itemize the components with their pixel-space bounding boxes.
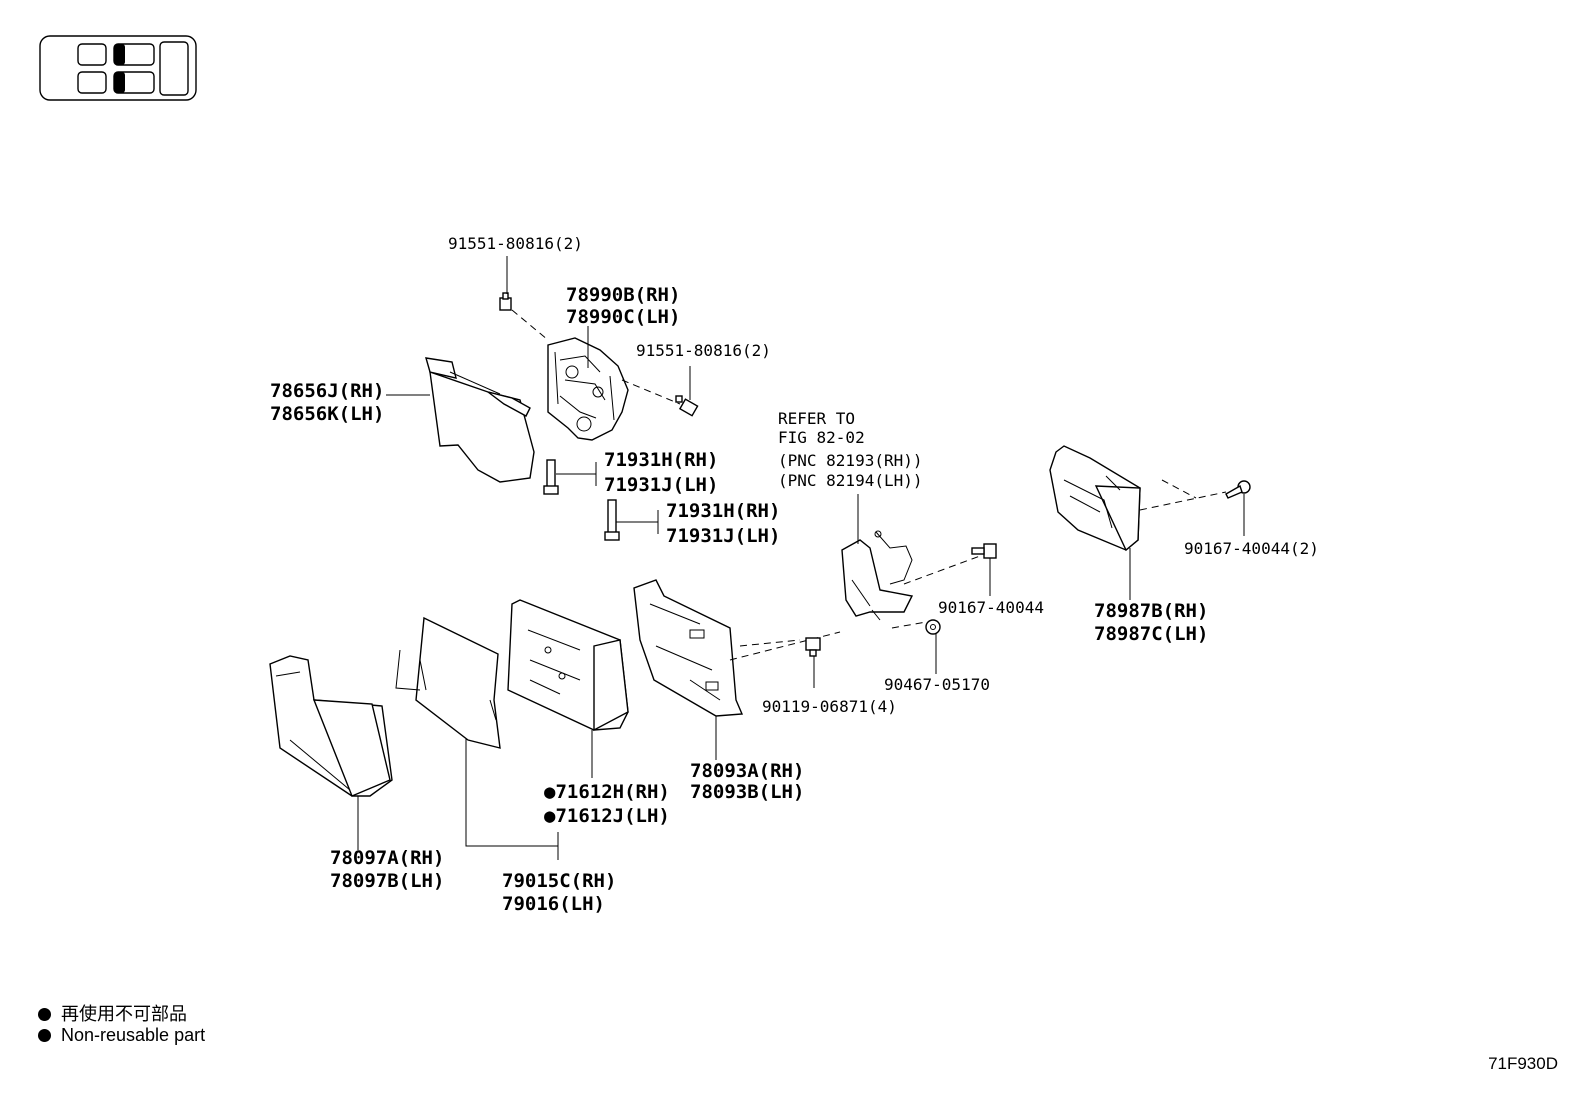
label-78987C: 78987C(LH) bbox=[1094, 623, 1208, 645]
label-90467: 90467-05170 bbox=[884, 675, 990, 694]
legend-en-text: Non-reusable part bbox=[61, 1025, 206, 1045]
label-refer-pnc-lh: (PNC 82194(LH)) bbox=[778, 471, 923, 490]
label-90167-mid: 90167-40044 bbox=[938, 598, 1044, 617]
figure-code: 71F930D bbox=[1488, 1054, 1558, 1073]
seat-heater-pad-icon bbox=[395, 616, 501, 749]
label-78990C: 78990C(LH) bbox=[566, 306, 680, 328]
bullet-icon bbox=[38, 1008, 51, 1021]
nut-90467-icon bbox=[925, 619, 941, 635]
label-91551-mid: 91551-80816(2) bbox=[636, 341, 771, 360]
label-71931J-a: 71931J(LH) bbox=[604, 474, 718, 496]
cushion-frame-panel-icon bbox=[633, 579, 744, 717]
screw-90167-right-icon bbox=[1225, 480, 1251, 499]
label-78990B: 78990B(RH) bbox=[566, 284, 680, 306]
label-79015C: 79015C(RH) bbox=[502, 870, 616, 892]
rear-side-cover-icon bbox=[1049, 445, 1141, 552]
label-71931H-b: 71931H(RH) bbox=[666, 500, 780, 522]
label-71612H: ●71612H(RH) bbox=[544, 781, 670, 803]
screw-71931-a-icon bbox=[543, 459, 559, 495]
label-71931J-b: 71931J(LH) bbox=[666, 525, 780, 547]
label-90119: 90119-06871(4) bbox=[762, 697, 897, 716]
screw-71931-b-icon bbox=[604, 499, 620, 541]
bolt-91551-top-icon bbox=[499, 292, 512, 311]
label-78987B: 78987B(RH) bbox=[1094, 600, 1208, 622]
bolt-91551-mid-icon bbox=[675, 395, 699, 417]
label-71931H-a: 71931H(RH) bbox=[604, 449, 718, 471]
bullet-icon bbox=[38, 1029, 51, 1042]
label-78097B: 78097B(LH) bbox=[330, 870, 444, 892]
label-78093A: 78093A(RH) bbox=[690, 760, 804, 782]
label-78097A: 78097A(RH) bbox=[330, 847, 444, 869]
seat-cushion-cover-icon bbox=[269, 655, 393, 797]
bolt-90167-mid-icon bbox=[971, 543, 997, 559]
label-79016: 79016(LH) bbox=[502, 893, 605, 915]
side-cover-icon bbox=[425, 357, 535, 483]
label-71612J: ●71612J(LH) bbox=[544, 805, 670, 827]
label-78656J: 78656J(RH) bbox=[270, 380, 384, 402]
label-refer-to: REFER TO bbox=[778, 409, 855, 428]
label-78093B: 78093B(LH) bbox=[690, 781, 804, 803]
seat-location-key-icon bbox=[39, 35, 197, 101]
label-refer-pnc-rh: (PNC 82193(RH)) bbox=[778, 451, 923, 470]
label-refer-fig: FIG 82-02 bbox=[778, 428, 865, 447]
recliner-mechanism-icon bbox=[547, 337, 629, 441]
legend-non-reusable-en: Non-reusable part bbox=[38, 1025, 205, 1046]
bracket-harness-icon bbox=[841, 530, 914, 621]
label-78656K: 78656K(LH) bbox=[270, 403, 384, 425]
label-91551-top: 91551-80816(2) bbox=[448, 234, 583, 253]
label-90167-right: 90167-40044(2) bbox=[1184, 539, 1319, 558]
cushion-pad-icon bbox=[507, 599, 629, 732]
bolt-90119-icon bbox=[805, 637, 821, 657]
legend-jp-text: 再使用不可部品 bbox=[61, 1004, 187, 1024]
legend-non-reusable-jp: 再使用不可部品 bbox=[38, 1000, 187, 1026]
